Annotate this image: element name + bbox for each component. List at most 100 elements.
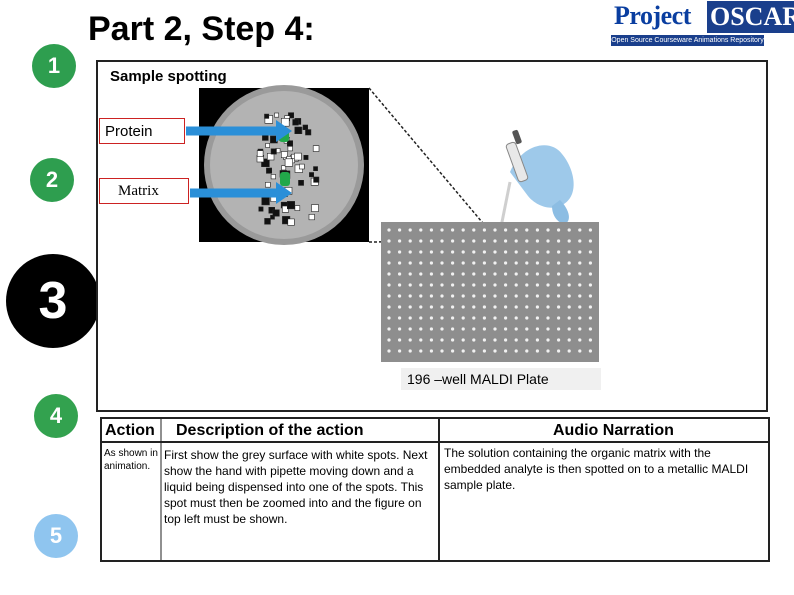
maldi-spot <box>408 316 412 320</box>
maldi-spot <box>440 338 444 342</box>
maldi-spot <box>387 305 391 309</box>
maldi-spot <box>408 228 412 232</box>
zoomed-spot-square <box>266 167 273 174</box>
maldi-spot <box>546 261 550 265</box>
maldi-spot <box>451 228 455 232</box>
maldi-spot <box>514 239 518 243</box>
maldi-spot <box>578 338 582 342</box>
maldi-spot <box>419 327 423 331</box>
maldi-spot <box>419 228 423 232</box>
maldi-spot <box>398 338 402 342</box>
maldi-spot <box>567 338 571 342</box>
maldi-spot <box>578 272 582 276</box>
protein-label: Protein <box>99 118 185 144</box>
maldi-spot <box>546 272 550 276</box>
maldi-spot <box>429 294 433 298</box>
maldi-spot <box>419 316 423 320</box>
maldi-spot <box>557 338 561 342</box>
zoomed-spot-square <box>287 218 295 226</box>
maldi-spot <box>398 228 402 232</box>
step-4-label: 4 <box>49 403 63 428</box>
maldi-spot <box>567 272 571 276</box>
zoomed-spot-square <box>287 201 296 210</box>
maldi-spot <box>588 327 592 331</box>
maldi-spot <box>493 305 497 309</box>
step-5-badge[interactable]: 5 <box>34 514 78 558</box>
maldi-spot <box>557 239 561 243</box>
maldi-spot <box>429 261 433 265</box>
maldi-spot <box>482 228 486 232</box>
maldi-spot <box>472 294 476 298</box>
maldi-spot <box>557 228 561 232</box>
maldi-plate-image <box>381 222 599 362</box>
step-3-badge[interactable]: 3 <box>6 254 100 348</box>
maldi-spot <box>578 294 582 298</box>
glove-thumb <box>552 200 569 224</box>
zoomed-spot-square <box>258 206 264 212</box>
maldi-spot <box>567 327 571 331</box>
step-4-badge[interactable]: 4 <box>34 394 78 438</box>
maldi-spot <box>472 261 476 265</box>
maldi-spot <box>408 349 412 353</box>
maldi-spot <box>482 261 486 265</box>
logo-tagline: Open Source Courseware Animations Reposi… <box>611 35 764 46</box>
matrix-label: Matrix <box>99 178 189 204</box>
maldi-spot <box>482 349 486 353</box>
maldi-spot <box>482 283 486 287</box>
step-5-label: 5 <box>49 523 63 548</box>
maldi-spot <box>535 338 539 342</box>
maldi-spot <box>514 316 518 320</box>
maldi-spot <box>419 283 423 287</box>
maldi-spot <box>557 261 561 265</box>
maldi-spot <box>429 305 433 309</box>
maldi-spot <box>567 349 571 353</box>
maldi-spot <box>546 283 550 287</box>
zoomed-spot-square <box>265 143 270 148</box>
maldi-spot <box>408 305 412 309</box>
header-action: Action <box>105 422 155 439</box>
protein-arrow-head <box>276 120 292 142</box>
maldi-spot <box>387 349 391 353</box>
maldi-spot <box>461 261 465 265</box>
maldi-spot <box>387 250 391 254</box>
maldi-spot <box>514 349 518 353</box>
maldi-spot <box>429 250 433 254</box>
slide-subtitle: Sample spotting <box>110 68 227 85</box>
maldi-spot-grid <box>387 228 592 353</box>
zoomed-spot-square <box>305 129 312 136</box>
zoomed-spot-square <box>288 112 295 119</box>
maldi-spot <box>461 228 465 232</box>
maldi-spot <box>546 250 550 254</box>
maldi-spot <box>440 294 444 298</box>
plate-caption: 196 –well MALDI Plate <box>401 368 601 390</box>
maldi-spot <box>493 228 497 232</box>
step-2-badge[interactable]: 2 <box>30 158 74 202</box>
maldi-spot <box>398 327 402 331</box>
step-1-badge[interactable]: 1 <box>32 44 76 88</box>
maldi-spot <box>472 272 476 276</box>
maldi-spot <box>514 305 518 309</box>
maldi-spot <box>419 338 423 342</box>
maldi-spot <box>419 272 423 276</box>
maldi-spot <box>588 338 592 342</box>
maldi-spot <box>419 239 423 243</box>
zoomed-spot-square <box>312 145 320 152</box>
maldi-spot <box>514 294 518 298</box>
maldi-spot <box>451 327 455 331</box>
maldi-spot <box>514 338 518 342</box>
maldi-spot <box>429 338 433 342</box>
maldi-spot <box>578 250 582 254</box>
maldi-spot <box>567 250 571 254</box>
maldi-spot <box>472 327 476 331</box>
maldi-spot <box>440 349 444 353</box>
zoomed-spot-square <box>281 151 288 158</box>
maldi-spot <box>546 294 550 298</box>
maldi-spot <box>429 349 433 353</box>
maldi-spot <box>440 261 444 265</box>
maldi-spot <box>588 250 592 254</box>
maldi-spot <box>567 239 571 243</box>
maldi-spot <box>578 305 582 309</box>
maldi-spot <box>578 228 582 232</box>
maldi-spot <box>588 228 592 232</box>
logo-word-project: Project <box>614 1 691 30</box>
